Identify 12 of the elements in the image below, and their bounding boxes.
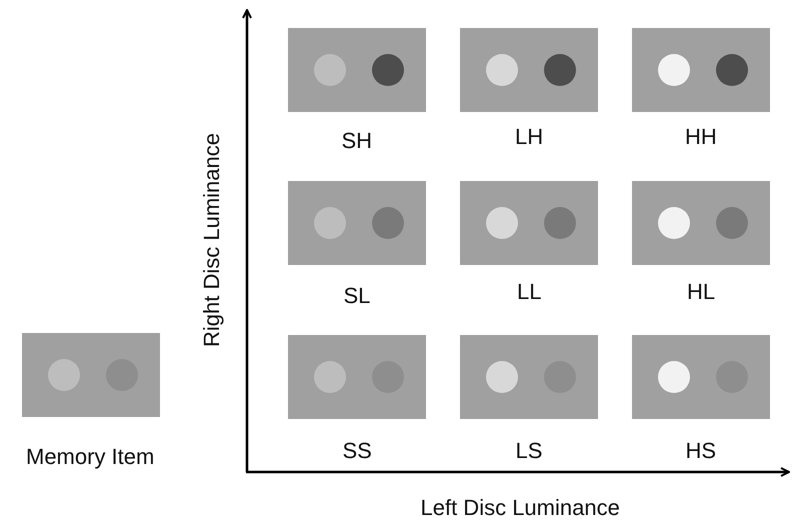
- item-caption: Memory Item: [26, 446, 154, 468]
- condition-label: SS: [342, 440, 372, 462]
- condition-label: SH: [342, 130, 372, 152]
- axis-title: Right Disc Luminance: [201, 133, 223, 347]
- condition-label: HH: [685, 126, 717, 148]
- condition-label: LH: [515, 126, 544, 148]
- condition-label: HL: [687, 281, 716, 303]
- axis-title: Left Disc Luminance: [420, 497, 620, 519]
- condition-label: HS: [686, 440, 716, 462]
- condition-label: LL: [517, 281, 542, 303]
- condition-label: LS: [516, 440, 542, 462]
- condition-label: SL: [344, 285, 370, 307]
